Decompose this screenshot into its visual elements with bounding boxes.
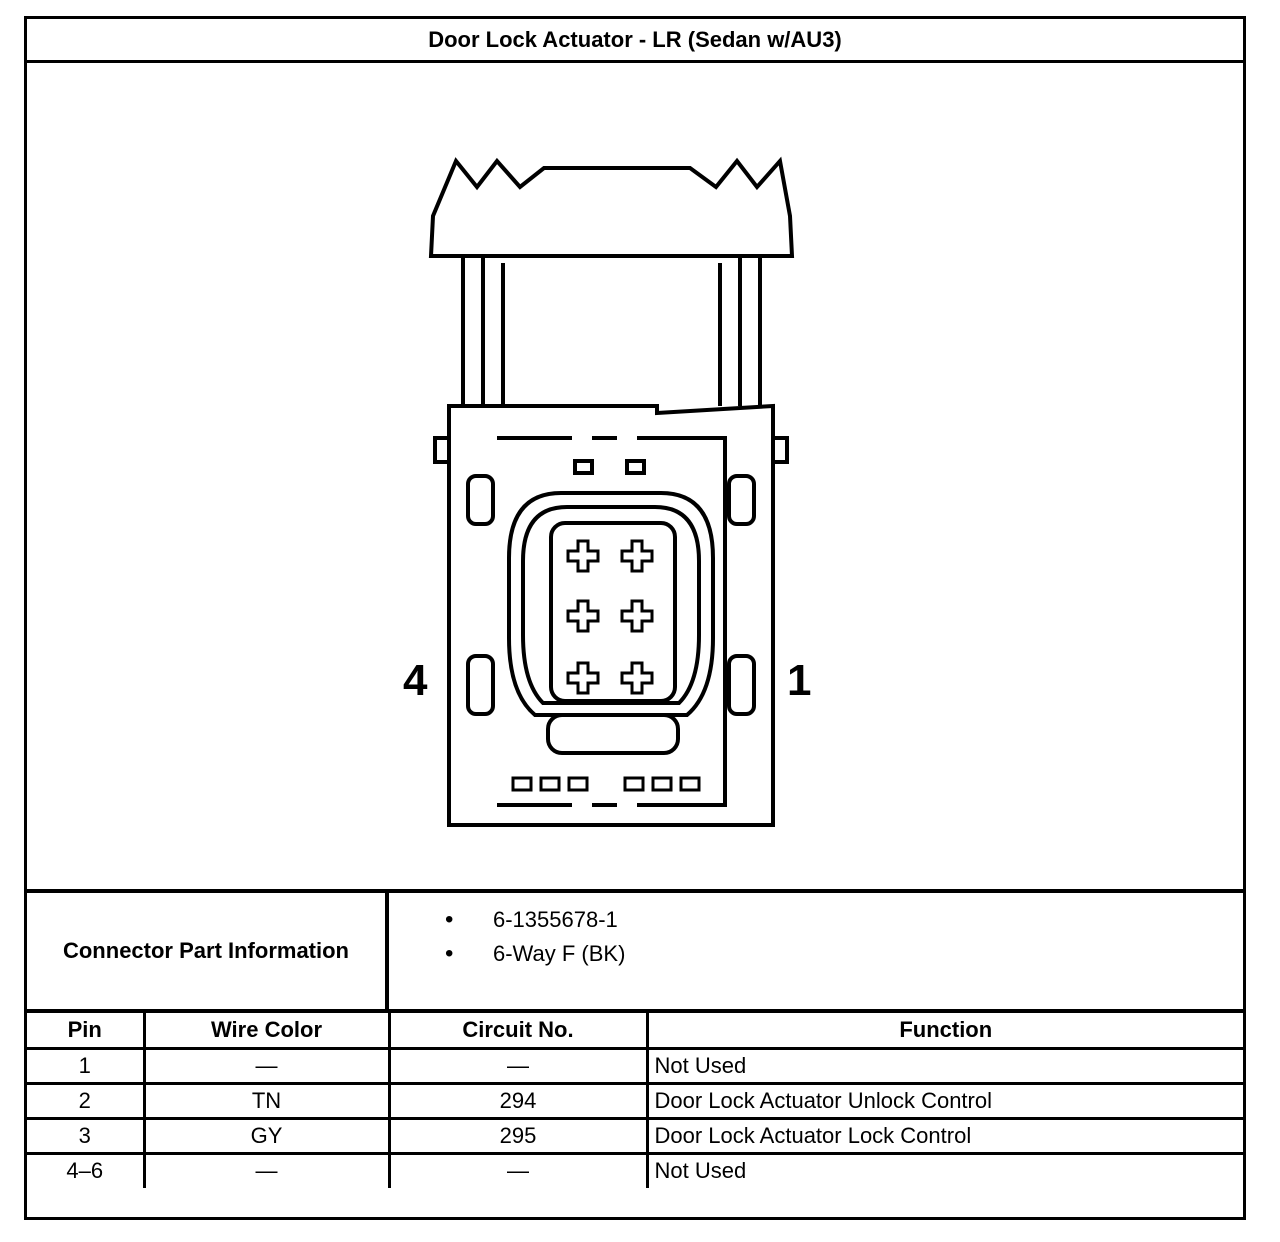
connector-sheet: Door Lock Actuator - LR (Sedan w/AU3) — [24, 16, 1246, 1220]
cell-wire-color: GY — [142, 1116, 391, 1155]
cell-function: Not Used — [645, 1151, 1243, 1188]
connector-face-drawing — [428, 156, 795, 827]
key-square — [573, 459, 594, 475]
latch-arm-right — [718, 256, 762, 406]
terminal-pins — [566, 539, 654, 695]
side-tab-left — [433, 436, 451, 464]
terminal-cavity — [620, 539, 654, 573]
table-row: 2 TN 294 Door Lock Actuator Unlock Contr… — [27, 1081, 1243, 1120]
pin-table-header: Pin Wire Color Circuit No. Function — [27, 1013, 1243, 1050]
cell-wire-color: — — [142, 1046, 391, 1085]
header-function: Function — [645, 1013, 1243, 1050]
terminal-cavity-block — [549, 521, 677, 703]
key-square — [625, 459, 646, 475]
terminal-cavity — [566, 599, 600, 633]
side-slot — [727, 654, 756, 716]
cell-pin: 3 — [27, 1116, 146, 1155]
pin-label-right: 1 — [787, 656, 812, 705]
cell-wire-color: — — [142, 1151, 391, 1188]
header-wire-color: Wire Color — [142, 1013, 391, 1050]
cell-circuit: 295 — [387, 1116, 649, 1155]
cell-function: Door Lock Actuator Unlock Control — [645, 1081, 1243, 1120]
lower-pad — [546, 713, 680, 755]
side-tab-right — [771, 436, 789, 464]
header-pin: Pin — [27, 1013, 146, 1050]
connector-diagram: 4 1 — [27, 63, 1243, 893]
seal-inner — [521, 505, 701, 705]
side-slot — [727, 474, 756, 526]
cell-circuit: 294 — [387, 1081, 649, 1120]
cell-circuit: — — [387, 1151, 649, 1188]
pin-table: Pin Wire Color Circuit No. Function 1 — … — [27, 1013, 1243, 1188]
cell-function: Not Used — [645, 1046, 1243, 1085]
cell-pin: 1 — [27, 1046, 146, 1085]
terminal-cavity — [566, 661, 600, 695]
page-title: Door Lock Actuator - LR (Sedan w/AU3) — [27, 19, 1243, 63]
side-slot — [466, 654, 495, 716]
terminal-cavity — [566, 539, 600, 573]
connector-info-item: 6-1355678-1 — [389, 903, 1243, 937]
table-row: 3 GY 295 Door Lock Actuator Lock Control — [27, 1116, 1243, 1155]
terminal-cavity — [620, 661, 654, 695]
pin-label-left: 4 — [403, 656, 428, 705]
latch-arm-left — [461, 256, 505, 406]
cell-function: Door Lock Actuator Lock Control — [645, 1116, 1243, 1155]
connector-body — [447, 403, 775, 827]
table-row: 4–6 — — Not Used — [27, 1151, 1243, 1188]
terminal-cavity — [620, 599, 654, 633]
connector-info-item: 6-Way F (BK) — [389, 937, 1243, 971]
connector-latch — [428, 156, 795, 258]
header-circuit: Circuit No. — [387, 1013, 649, 1050]
connector-inner-face — [497, 436, 727, 807]
cell-wire-color: TN — [142, 1081, 391, 1120]
connector-part-info: Connector Part Information 6-1355678-1 6… — [27, 893, 1243, 1013]
connector-info-label: Connector Part Information — [27, 893, 389, 1009]
cell-circuit: — — [387, 1046, 649, 1085]
bottom-key-squares — [511, 776, 701, 792]
table-row: 1 — — Not Used — [27, 1046, 1243, 1085]
cell-pin: 4–6 — [27, 1151, 146, 1188]
side-slot — [466, 474, 495, 526]
seal-outer — [507, 491, 715, 717]
connector-info-list: 6-1355678-1 6-Way F (BK) — [389, 893, 1243, 1019]
cell-pin: 2 — [27, 1081, 146, 1120]
